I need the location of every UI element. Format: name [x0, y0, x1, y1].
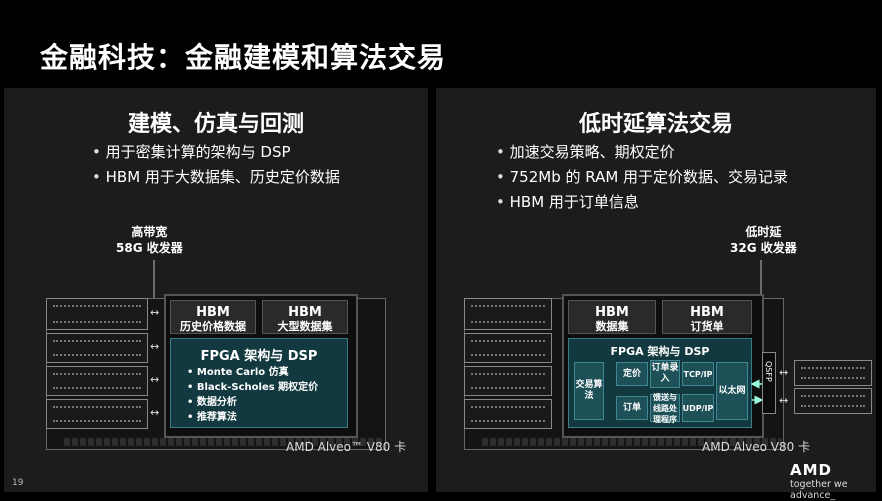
fpga-workload-list: Monte Carlo 仿真 Black-Scholes 期权定价 数据分析 推… [187, 365, 318, 425]
fpga-title: FPGA 架构与 DSP [610, 345, 710, 358]
hbm-block: HBM 订货单 [662, 300, 752, 334]
card-heatsink [64, 438, 384, 446]
right-bullet-list: 加速交易策略、期权定价 752Mb 的 RAM 用于定价数据、交易记录 HBM … [496, 140, 788, 215]
callout-line: 高带宽 [131, 225, 168, 239]
amd-logo: AMD [790, 461, 832, 479]
bidirectional-arrow-icon: ↔ [150, 373, 160, 386]
feed-handler-block: 馈送与线路处理程序 [650, 393, 680, 424]
hbm-subtitle: 历史价格数据 [180, 320, 246, 333]
hbm-block: HBM 数据集 [568, 300, 656, 334]
bidirectional-arrow-icon: ↔ [779, 366, 789, 379]
callout-line: 58G 收发器 [116, 241, 183, 255]
fpga-title: FPGA 架构与 DSP [200, 349, 318, 364]
list-item: Monte Carlo 仿真 [187, 365, 318, 380]
pricing-block: 定价 [616, 362, 648, 386]
card-label: AMD Alveo V80 卡 [702, 440, 811, 454]
tagline: together we advance_ [790, 479, 848, 501]
hbm-title: HBM [595, 305, 629, 320]
hbm-title: HBM [288, 305, 322, 320]
list-item: 加速交易策略、期权定价 [496, 140, 788, 165]
tcpip-block: TCP/IP [682, 362, 714, 386]
bidirectional-arrow-icon: ↔ [150, 306, 160, 319]
transceiver-port [46, 399, 148, 429]
hbm-subtitle: 订货单 [690, 320, 724, 333]
left-bullet-list: 用于密集计算的架构与 DSP HBM 用于大数据集、历史定价数据 [92, 140, 340, 190]
list-item: 用于密集计算的架构与 DSP [92, 140, 340, 165]
hbm-block: HBM 大型数据集 [262, 300, 348, 334]
dataflow-arrows [750, 379, 764, 405]
callout-connector [153, 260, 155, 298]
order-entry-block: 订单录入 [650, 360, 680, 388]
left-panel: 建模、仿真与回测 用于密集计算的架构与 DSP HBM 用于大数据集、历史定价数… [4, 88, 428, 492]
card-label: AMD Alveo™ V80 卡 [286, 440, 407, 454]
transceiver-port [464, 366, 552, 396]
right-panel-title: 低时延算法交易 [578, 112, 733, 137]
hbm-subtitle: 大型数据集 [277, 320, 333, 333]
slide-title: 金融科技：金融建模和算法交易 [40, 41, 447, 74]
transceiver-port [464, 333, 552, 363]
list-item: HBM 用于订单信息 [496, 190, 788, 215]
transceiver-port [46, 366, 148, 396]
transceiver-port [464, 399, 552, 429]
callout-line: 低时延 [745, 225, 782, 239]
transceiver-callout: 高带宽 58G 收发器 [116, 224, 183, 256]
hbm-subtitle: 数据集 [595, 320, 629, 333]
qsfp-port [794, 388, 872, 414]
trading-algorithm-block: 交易算法 [574, 362, 604, 420]
fpga-fabric: FPGA 架构与 DSP Monte Carlo 仿真 Black-Schole… [170, 338, 348, 428]
ethernet-block: 以太网 [716, 362, 748, 420]
bidirectional-arrow-icon: ↔ [150, 340, 160, 353]
hbm-title: HBM [196, 305, 230, 320]
hbm-block: HBM 历史价格数据 [170, 300, 256, 334]
transceiver-port [464, 298, 552, 330]
list-item: 752Mb 的 RAM 用于定价数据、交易记录 [496, 165, 788, 190]
list-item: Black-Scholes 期权定价 [187, 380, 318, 395]
udpip-block: UDP/IP [682, 394, 714, 422]
callout-line: 32G 收发器 [730, 241, 797, 255]
left-panel-title: 建模、仿真与回测 [127, 112, 304, 137]
right-panel: 低时延算法交易 加速交易策略、期权定价 752Mb 的 RAM 用于定价数据、交… [436, 88, 876, 492]
transceiver-port [46, 298, 148, 330]
list-item: 推荐算法 [187, 410, 318, 425]
list-item: HBM 用于大数据集、历史定价数据 [92, 165, 340, 190]
bidirectional-arrow-icon: ↔ [150, 406, 160, 419]
transceiver-port [46, 333, 148, 363]
order-block: 订单 [616, 396, 648, 420]
hbm-title: HBM [690, 305, 724, 320]
transceiver-callout: 低时延 32G 收发器 [730, 224, 797, 256]
qsfp-label: QSFP [764, 361, 773, 382]
page-number: 19 [12, 478, 24, 488]
list-item: 数据分析 [187, 395, 318, 410]
qsfp-interface: QSFP [762, 352, 776, 414]
bidirectional-arrow-icon: ↔ [779, 394, 789, 407]
card-heatsink [482, 438, 782, 446]
qsfp-port [794, 360, 872, 386]
